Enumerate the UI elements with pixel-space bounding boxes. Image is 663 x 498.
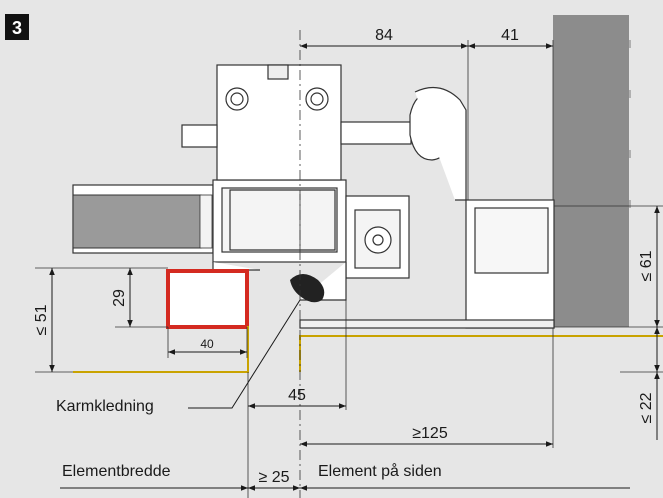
- figure-number: 3: [12, 18, 22, 38]
- yellow-trim: [73, 326, 663, 373]
- figure-number-badge: 3: [5, 14, 29, 40]
- dimension-125: ≥125: [412, 425, 448, 442]
- dimension-22: ≤ 22: [638, 392, 655, 423]
- wall: [553, 15, 629, 327]
- label-element-pa-siden: Element på siden: [318, 462, 442, 480]
- label-karmkledning: Karmkledning: [56, 398, 154, 415]
- left-element-block: [72, 184, 214, 254]
- dimension-40: 40: [200, 337, 214, 351]
- dimension-61: ≤ 61: [638, 250, 655, 281]
- bolt-left: [225, 87, 249, 111]
- dimension-41: 41: [501, 27, 519, 44]
- dimension-51: ≤ 51: [33, 304, 50, 335]
- red-profile: [166, 269, 249, 329]
- dimension-45: 45: [288, 387, 306, 404]
- dimension-25: ≥ 25: [258, 469, 289, 486]
- dimension-lines: [49, 43, 660, 491]
- seal: [290, 274, 325, 303]
- dimension-29: 29: [111, 289, 128, 307]
- label-elementbredde: Elementbredde: [62, 463, 171, 480]
- dimension-84: 84: [375, 27, 393, 44]
- reference-lines: [35, 30, 663, 498]
- bolt-right: [305, 87, 329, 111]
- frame-profile: [181, 64, 555, 329]
